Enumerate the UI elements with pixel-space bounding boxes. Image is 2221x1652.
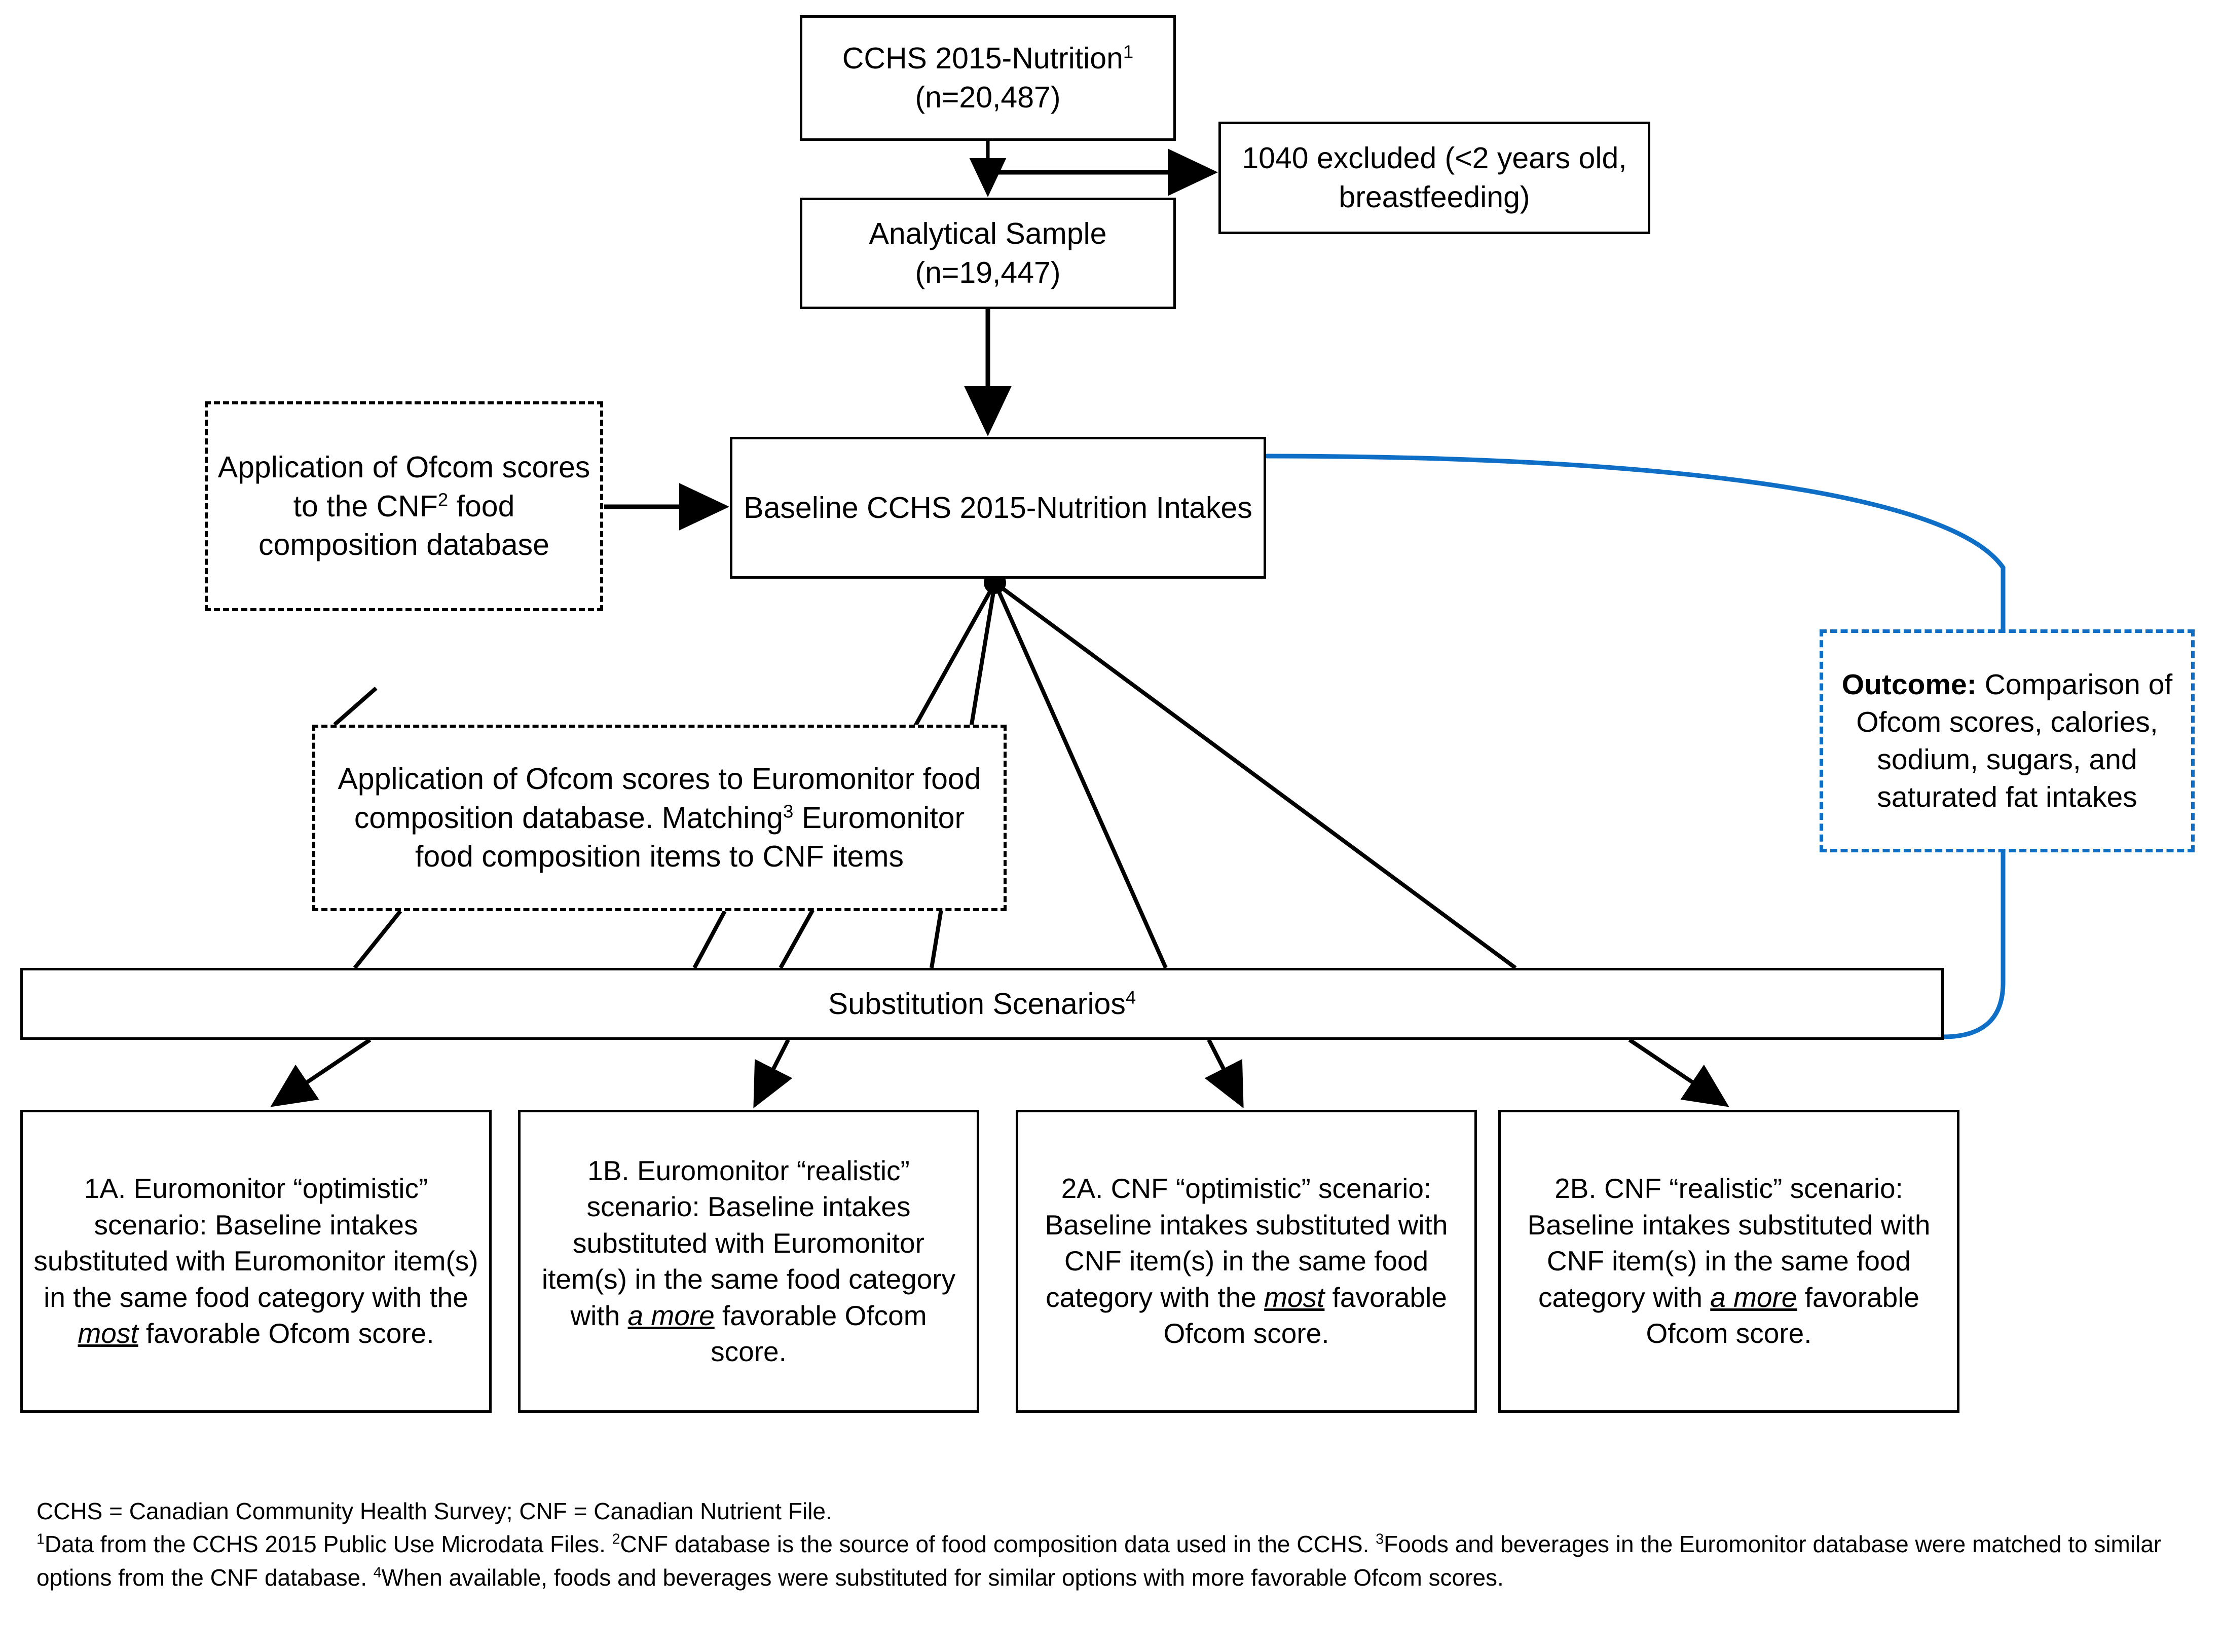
- footnote-marker-4: 4: [373, 1564, 382, 1581]
- node-substitution-scenarios-label: Substitution Scenarios4: [828, 987, 1136, 1021]
- node-baseline-intakes-label: Baseline CCHS 2015-Nutrition Intakes: [744, 491, 1252, 524]
- scenario-2a-emphasis: most: [1264, 1281, 1325, 1313]
- edge-euromonitor-down-left: [353, 910, 402, 969]
- figure-footnotes: CCHS = Canadian Community Health Survey;…: [36, 1495, 2186, 1594]
- footnote-marker-3: 3: [1376, 1531, 1384, 1548]
- node-outcome[interactable]: Outcome: Comparison of Ofcom scores, cal…: [1820, 629, 2195, 852]
- node-ofcom-euromonitor-application[interactable]: Application of Ofcom scores to Euromonit…: [312, 725, 1007, 911]
- node-scenario-1b-label: 1B. Euromonitor “realistic” scenario: Ba…: [541, 1154, 956, 1368]
- edge-subst-to-1a: [270, 1038, 372, 1107]
- footnote-marker-1: 1: [36, 1531, 45, 1548]
- node-ofcom-cnf-application[interactable]: Application of Ofcom scores to the CNF2 …: [205, 401, 603, 611]
- edge-euromonitor-down-right: [692, 910, 727, 969]
- node-analytical-sample-label: Analytical Sample(n=19,447): [869, 217, 1107, 289]
- edge-fan-4: [993, 581, 1517, 970]
- edge-subst-to-2b: [1628, 1038, 1729, 1107]
- node-ofcom-euromonitor-application-label: Application of Ofcom scores to Euromonit…: [338, 762, 981, 874]
- footnote-ref-1: 1: [1123, 41, 1134, 62]
- node-ofcom-cnf-application-label: Application of Ofcom scores to the CNF2 …: [217, 450, 590, 562]
- edge-outcome-to-substitution: [1943, 852, 2006, 1039]
- edge-baseline-to-outcome: [1266, 454, 2006, 629]
- edge-fan-3: [993, 582, 1168, 969]
- node-cchs-survey-label: CCHS 2015-Nutrition1(n=20,487): [842, 41, 1134, 114]
- node-scenario-1b[interactable]: 1B. Euromonitor “realistic” scenario: Ba…: [518, 1110, 979, 1413]
- node-substitution-scenarios[interactable]: Substitution Scenarios4: [20, 968, 1944, 1040]
- footnote-ref-3: 3: [783, 801, 794, 821]
- node-analytical-sample[interactable]: Analytical Sample(n=19,447): [800, 198, 1176, 309]
- edge-subst-to-1b: [753, 1039, 793, 1109]
- footnote-marker-2: 2: [612, 1531, 620, 1548]
- node-baseline-intakes[interactable]: Baseline CCHS 2015-Nutrition Intakes: [730, 437, 1266, 579]
- scenario-1a-emphasis: most: [78, 1318, 138, 1349]
- footnote-ref-4: 4: [1125, 987, 1136, 1007]
- node-scenario-1a-label: 1A. Euromonitor “optimistic” scenario: B…: [33, 1173, 478, 1349]
- node-excluded-label: 1040 excluded (<2 years old, breastfeedi…: [1242, 141, 1627, 214]
- node-scenario-1a[interactable]: 1A. Euromonitor “optimistic” scenario: B…: [20, 1110, 492, 1413]
- node-scenario-2a-label: 2A. CNF “optimistic” scenario: Baseline …: [1045, 1173, 1448, 1349]
- node-scenario-2a[interactable]: 2A. CNF “optimistic” scenario: Baseline …: [1016, 1110, 1477, 1413]
- scenario-2b-emphasis: a more: [1710, 1281, 1797, 1313]
- edge-subst-to-2a: [1204, 1039, 1244, 1109]
- node-outcome-label: Outcome: Comparison of Ofcom scores, cal…: [1841, 668, 2173, 814]
- footnote-notes: 1Data from the CCHS 2015 Public Use Micr…: [36, 1531, 2162, 1591]
- footnote-abbreviations: CCHS = Canadian Community Health Survey;…: [36, 1498, 832, 1524]
- scenario-1b-emphasis: a more: [627, 1299, 715, 1331]
- node-scenario-2b[interactable]: 2B. CNF “realistic” scenario: Baseline i…: [1498, 1110, 1959, 1413]
- outcome-bold-prefix: Outcome:: [1841, 668, 1977, 701]
- edge-euromonitor-up-left: [333, 686, 378, 727]
- node-cchs-survey[interactable]: CCHS 2015-Nutrition1(n=20,487): [800, 15, 1176, 141]
- node-excluded[interactable]: 1040 excluded (<2 years old, breastfeedi…: [1218, 122, 1650, 234]
- node-scenario-2b-label: 2B. CNF “realistic” scenario: Baseline i…: [1527, 1173, 1931, 1349]
- footnote-ref-2: 2: [437, 489, 449, 510]
